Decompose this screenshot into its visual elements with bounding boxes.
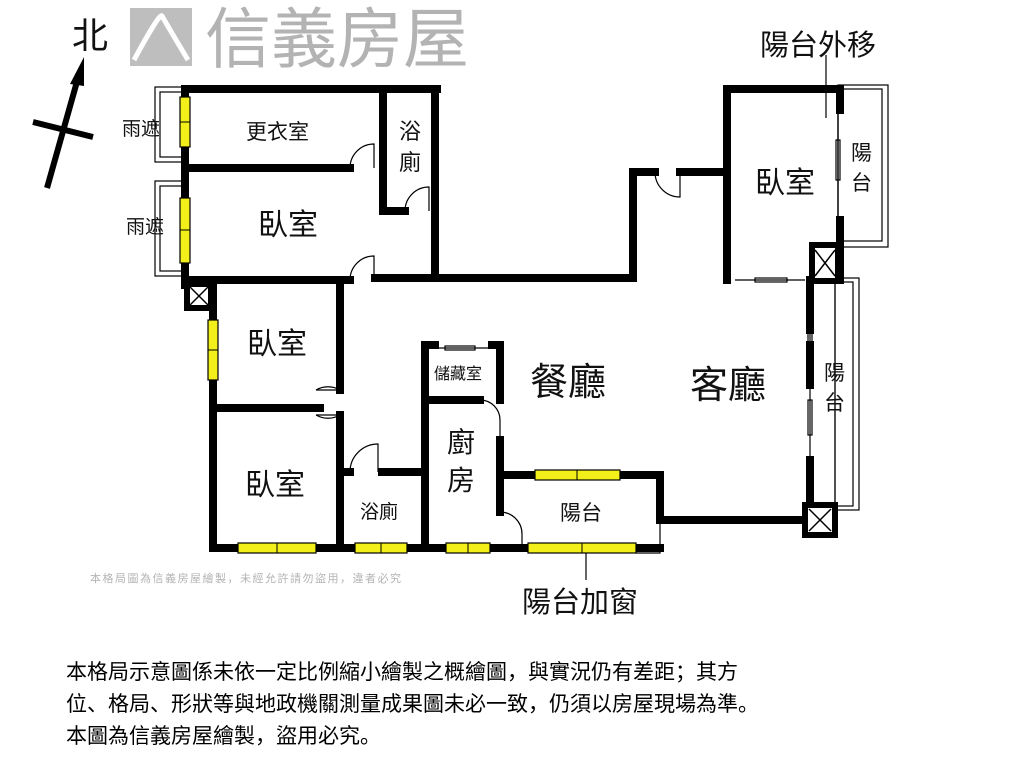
- label-bath: 廁: [399, 151, 421, 176]
- disclaimer: 本格局示意圖係未依一定比例縮小繪製之概繪圖，與實況仍有差距；其方 位、格局、形狀…: [66, 656, 996, 752]
- label-kitchen: 廚: [447, 426, 475, 459]
- floor-plan: 信義房屋 本格局圖為信義房屋繪製，未經允許請勿盜用，違者必究 北: [32, 1, 889, 619]
- duct-icon: [184, 242, 841, 538]
- label-living: 客廳: [690, 363, 766, 407]
- label-rain-cover: 雨遮: [122, 118, 160, 140]
- label-balcony: 陽: [824, 361, 845, 385]
- label-dressing-room: 更衣室: [246, 120, 309, 144]
- callout-balcony-moved-out: 陽台外移: [760, 28, 876, 62]
- watermark: 信義房屋 本格局圖為信義房屋繪製，未經允許請勿盜用，違者必究: [90, 1, 469, 585]
- label-kitchen: 房: [447, 464, 475, 497]
- disclaimer-line: 本格局示意圖係未依一定比例縮小繪製之概繪圖，與實況仍有差距；其方: [66, 660, 738, 684]
- disclaimer-line: 本圖為信義房屋繪製，盜用必究。: [66, 724, 381, 748]
- label-bath: 浴: [399, 120, 421, 145]
- label-balcony: 台: [851, 171, 872, 195]
- disclaimer-line: 位、格局、形狀等與地政機關測量成果圖未必一致，仍須以房屋現場為準。: [66, 692, 759, 716]
- north-arrow-icon: 北: [32, 16, 108, 189]
- label-storage: 儲藏室: [434, 364, 482, 383]
- label-bedroom: 臥室: [247, 327, 307, 362]
- label-balcony: 台: [824, 391, 845, 415]
- callout-balcony-window-added: 陽台加窗: [522, 585, 638, 619]
- label-balcony: 陽台: [560, 501, 602, 525]
- label-bedroom: 臥室: [245, 468, 305, 503]
- north-label: 北: [72, 16, 108, 57]
- label-bedroom: 臥室: [258, 208, 318, 243]
- label-bedroom: 臥室: [755, 166, 815, 201]
- room-labels: 雨遮 雨遮 更衣室 浴 廁 臥室 臥室 臥室 臥室 浴廁 儲藏室 餐廳 客廳 廚…: [122, 118, 872, 525]
- label-bath: 浴廁: [360, 500, 398, 523]
- label-balcony: 陽: [851, 141, 872, 165]
- windows: [179, 96, 637, 554]
- label-dining: 餐廳: [530, 360, 606, 404]
- label-rain-cover: 雨遮: [126, 216, 164, 238]
- watermark-notice: 本格局圖為信義房屋繪製，未經允許請勿盜用，違者必究: [90, 571, 403, 585]
- doors: [315, 143, 681, 549]
- watermark-brand: 信義房屋: [205, 1, 469, 78]
